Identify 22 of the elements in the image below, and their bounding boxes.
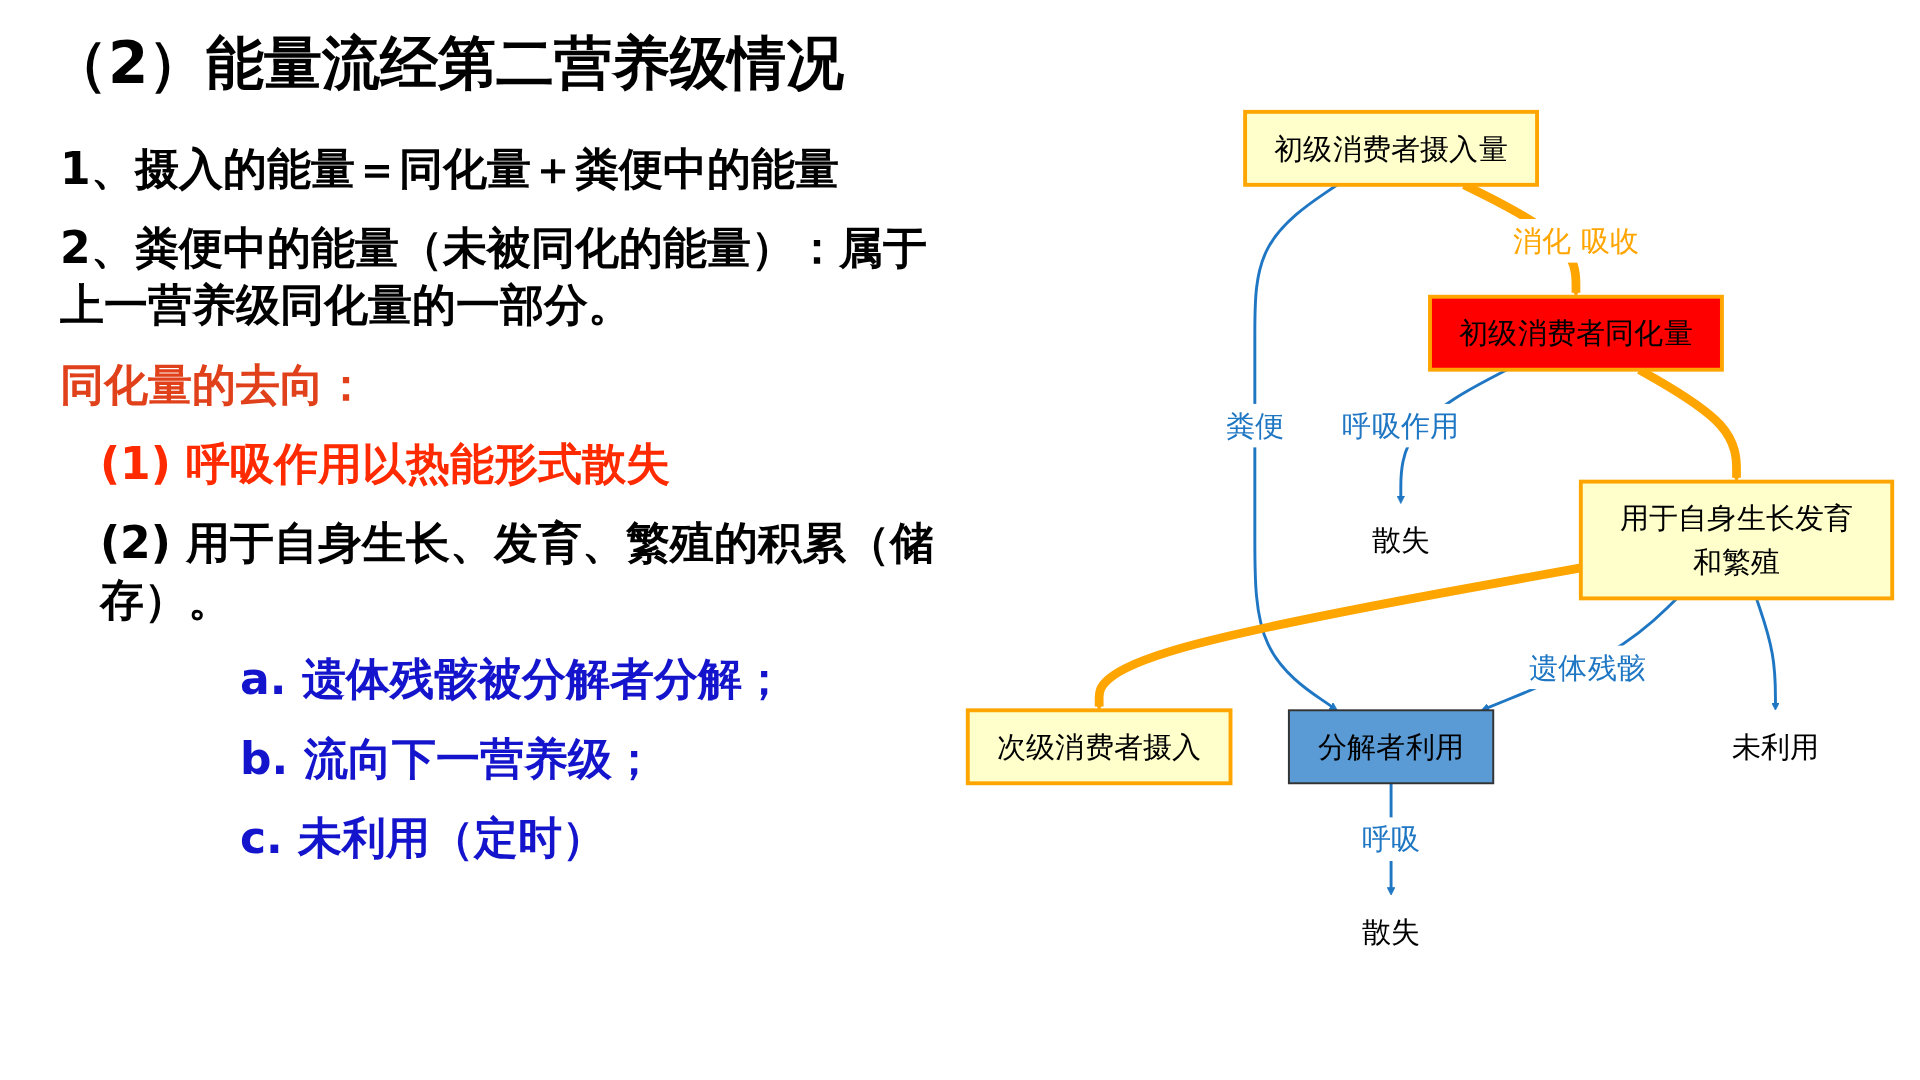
edge-label: 粪便 <box>1225 408 1285 443</box>
node-box: 次级消费者摄入 <box>965 708 1233 786</box>
note-text: (1) 呼吸作用以热能形式散失 <box>99 436 672 491</box>
note-text: c. 未利用（定时） <box>239 810 608 865</box>
edge-label: 遗体残骸 <box>1529 650 1647 685</box>
edge-label: 呼吸 <box>1361 822 1421 857</box>
note-text: 1、摄入的能量＝同化量＋粪便中的能量 <box>60 142 840 196</box>
note-text: 同化量的去向： <box>60 357 369 412</box>
node-box: 用于自身生长发育和繁殖 <box>1578 479 1895 601</box>
node-text: 散失 <box>1361 914 1421 949</box>
edge-label: 消化 吸收 <box>1512 223 1639 258</box>
node-box: 分解者利用 <box>1287 709 1495 785</box>
node-box: 初级消费者摄入量 <box>1243 109 1539 187</box>
slide-title: （2）能量流经第二营养级情况 <box>50 28 845 99</box>
node-text: 散失 <box>1371 522 1430 558</box>
note-text: a. 遗体残骸被分解者分解； <box>239 652 787 707</box>
edge-label: 呼吸作用 <box>1342 408 1460 443</box>
note-text: b. 流向下一营养级； <box>239 731 657 786</box>
node-box: 初级消费者同化量 <box>1428 294 1724 372</box>
node-text: 未利用 <box>1731 729 1820 764</box>
note-text: (2) 用于自身生长、发育、繁殖的积累（储存）。 <box>98 515 936 628</box>
note-text: 2、粪便中的能量（未被同化的能量）：属于上一营养级同化量的一部分。 <box>60 221 928 333</box>
